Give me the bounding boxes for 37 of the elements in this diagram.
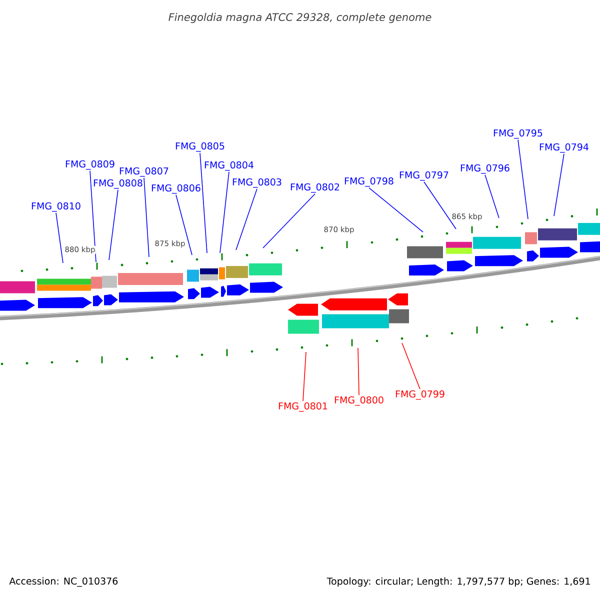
leader-line xyxy=(554,153,564,216)
leader-line xyxy=(262,193,316,248)
gene-label: FMG_0808 xyxy=(94,179,142,189)
leader-line xyxy=(236,188,258,250)
gene-label: FMG_0805 xyxy=(176,142,224,152)
leader-line xyxy=(56,212,64,264)
gene-label: FMG_0798 xyxy=(344,177,394,187)
leader-line xyxy=(176,194,192,256)
footer-text: Topology: circular; Length: 1,797,577 bp; Genes: 1,691 xyxy=(326,577,590,587)
leader-line xyxy=(108,189,118,260)
gene-label: FMG_0799 xyxy=(396,390,444,400)
leader-line xyxy=(220,171,230,254)
gene-label: FMG_0797 xyxy=(400,171,448,181)
leader-line xyxy=(302,352,306,402)
gene-label: FMG_0810 xyxy=(32,202,80,212)
leader-line xyxy=(368,187,424,232)
gene-label: FMG_0807 xyxy=(120,167,168,177)
footer-text: Accession: NC_010376 xyxy=(9,577,118,587)
leader-line xyxy=(424,181,456,230)
leader-line xyxy=(90,170,96,262)
leader-line xyxy=(484,174,500,218)
gene-label: FMG_0803 xyxy=(232,178,282,188)
gene-label: FMG_0809 xyxy=(66,160,114,170)
gene-label: FMG_0795 xyxy=(494,129,542,139)
gene-label: FMG_0796 xyxy=(460,164,510,174)
leader-line xyxy=(144,177,150,258)
gene-label: FMG_0804 xyxy=(204,161,254,171)
gene-label: FMG_0801 xyxy=(278,402,328,412)
gene-label: FMG_0802 xyxy=(290,183,340,193)
leader-line xyxy=(358,348,360,396)
leader-line xyxy=(200,152,208,254)
gene-label: FMG_0794 xyxy=(540,143,588,153)
leader-line xyxy=(402,342,420,390)
leader-line xyxy=(518,139,528,220)
gene-label: FMG_0800 xyxy=(334,396,384,406)
title: Finegoldia magna ATCC 29328, complete genome xyxy=(168,12,432,24)
gene-label: FMG_0806 xyxy=(152,184,200,194)
